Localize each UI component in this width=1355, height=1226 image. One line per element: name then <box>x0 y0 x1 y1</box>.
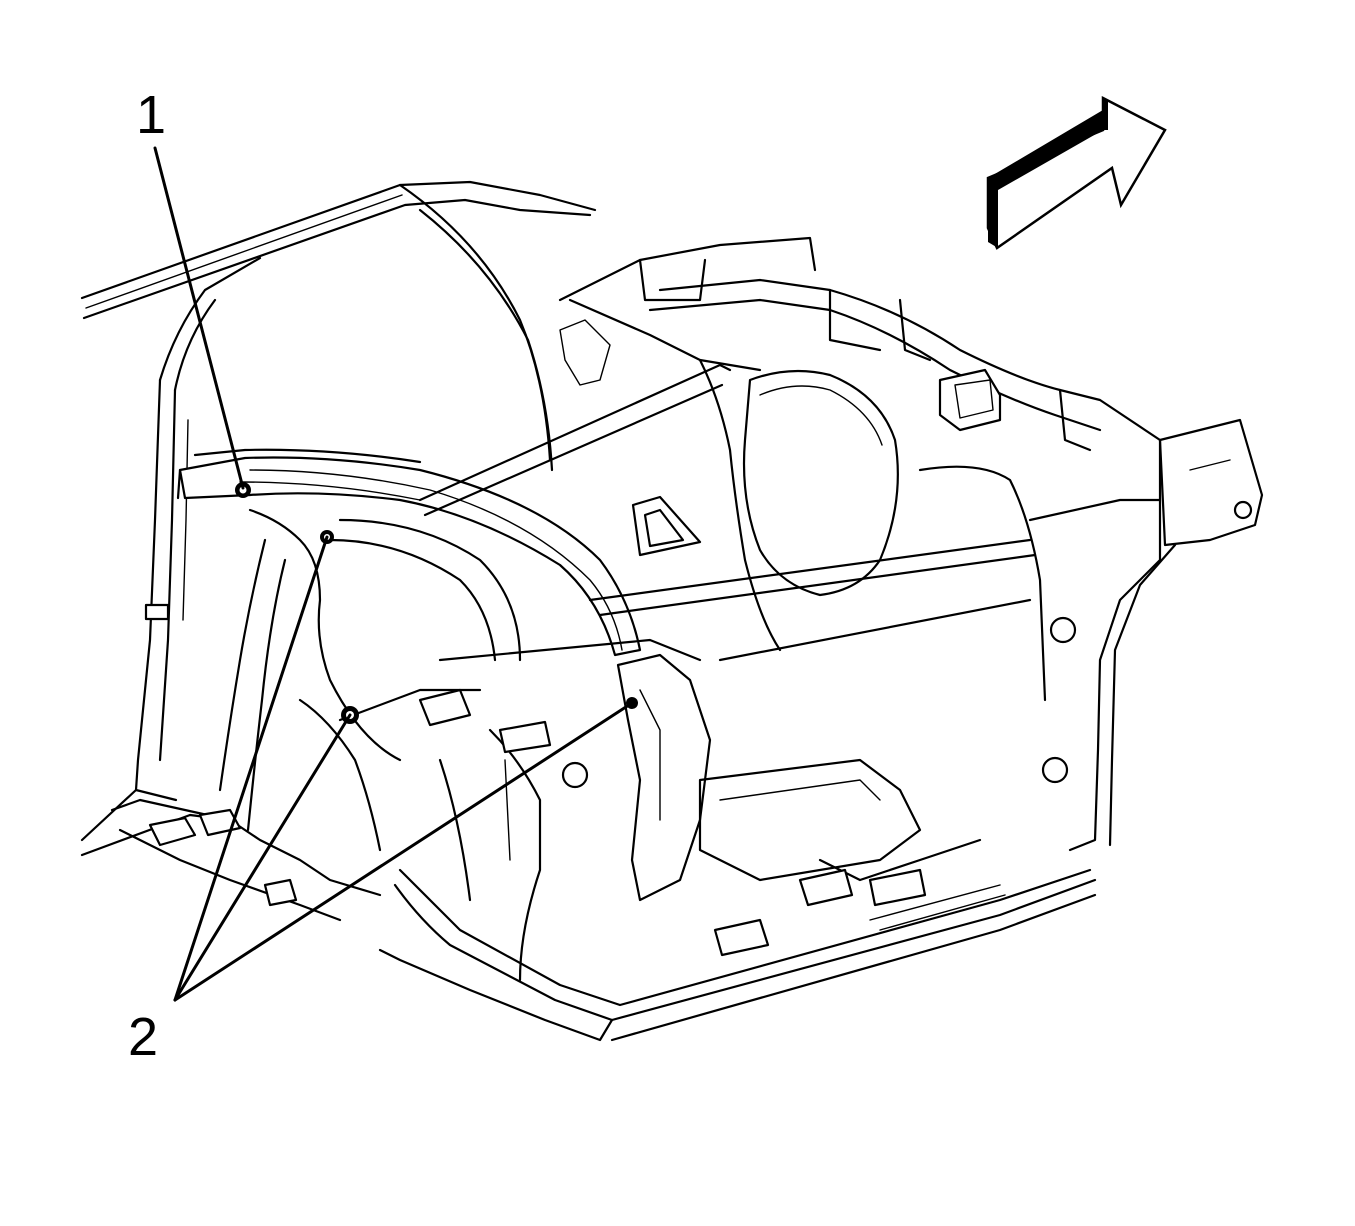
leader-line-2b <box>173 713 352 1002</box>
upper-dash-cross-member <box>176 448 642 657</box>
front-direction-arrow-icon <box>986 95 1167 250</box>
callout-leader-lines <box>153 146 634 1002</box>
wheelhouse-openings <box>218 508 522 832</box>
leader-line-2a <box>173 535 329 1002</box>
cowl-panel <box>418 236 817 557</box>
leader-line-1 <box>153 146 245 490</box>
callout-number-1: 1 <box>136 85 167 145</box>
right-front-rail-end <box>1028 418 1264 852</box>
left-lower-structure <box>110 530 552 922</box>
front-panel <box>561 653 712 902</box>
right-upper-rail <box>648 278 1162 452</box>
left-hinge-pillar <box>80 256 262 857</box>
leader-line-2c <box>173 701 634 1002</box>
callout-number-2: 2 <box>128 1007 159 1067</box>
floor-pan <box>378 728 1097 1042</box>
lower-cross-member <box>438 538 1037 662</box>
roof-rail <box>80 180 597 472</box>
